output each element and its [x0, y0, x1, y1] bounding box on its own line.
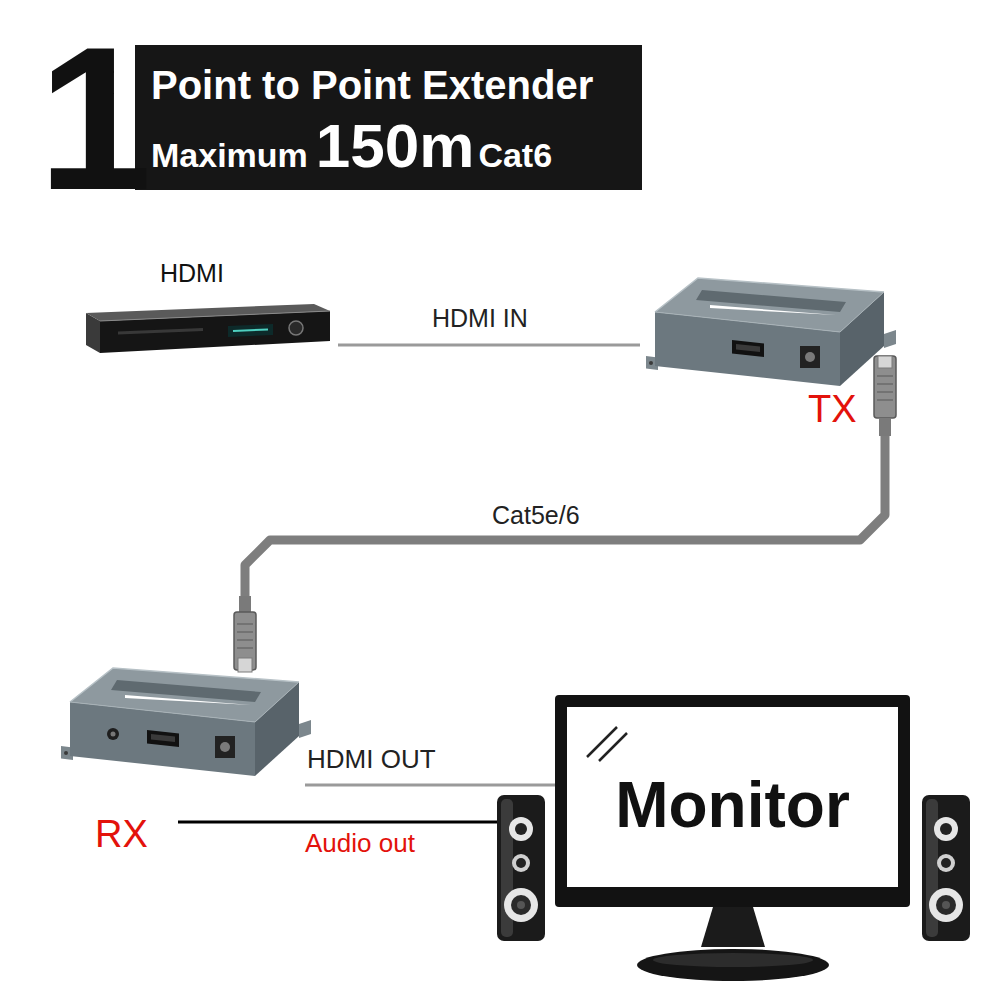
- top-band: [111, 680, 261, 702]
- device-display: [228, 324, 273, 337]
- spec-cable: Cat6: [478, 138, 552, 172]
- hdmi-port: [147, 730, 179, 747]
- display-glow: [233, 330, 268, 332]
- speaker: [497, 795, 545, 941]
- hdmi-cable: [338, 344, 640, 347]
- monitor-screen: [567, 707, 898, 887]
- unit-label: TX: [808, 390, 857, 428]
- mount-hole: [64, 751, 68, 755]
- screen-glare: [587, 727, 617, 757]
- step-number: 1: [38, 15, 152, 220]
- spec-row: Maximum150mCat6: [151, 115, 626, 177]
- disc-slot: [118, 330, 203, 334]
- mount-ear: [884, 330, 896, 348]
- unit-edge: [70, 682, 299, 722]
- device-edge: [100, 311, 330, 321]
- unit-edge: [655, 292, 884, 332]
- monitor-base: [637, 949, 829, 981]
- rj45-plug: [874, 356, 896, 436]
- monitor-frame: [555, 695, 910, 907]
- source-device: HDMI: [78, 255, 338, 365]
- audio-jack-pin: [111, 732, 116, 737]
- screen-label: Monitor: [567, 773, 898, 837]
- speaker: [922, 795, 970, 941]
- rj45-plug: [234, 596, 256, 672]
- base-highlight: [653, 953, 813, 967]
- monitor-display: Monitor: [555, 695, 915, 985]
- device-label: HDMI: [160, 261, 224, 286]
- device-front: [100, 311, 330, 353]
- power-jack: [800, 346, 820, 368]
- hdmi-port-inner: [736, 344, 760, 352]
- unit-side: [840, 292, 884, 386]
- hdmi-port: [732, 340, 764, 357]
- unit-edge: [70, 668, 299, 702]
- receiver-unit: RX: [55, 650, 305, 865]
- top-stripe: [710, 305, 836, 315]
- screen-glare: [599, 733, 627, 761]
- power-jack: [215, 736, 235, 758]
- connector-label: HDMI OUT: [305, 746, 438, 772]
- unit-edge: [655, 278, 884, 312]
- unit-top: [655, 278, 884, 332]
- connector-label: HDMI IN: [430, 306, 530, 331]
- top-band: [696, 290, 846, 312]
- title-banner: Point to Point Extender Maximum150mCat6: [135, 45, 642, 190]
- power-jack-pin: [220, 742, 230, 752]
- transmitter-unit: TX: [640, 260, 900, 435]
- network-cable: [245, 435, 885, 650]
- monitor-display-shape: [555, 695, 915, 985]
- device-knob: [289, 321, 303, 335]
- receiver-unit-shape: [55, 650, 305, 865]
- title-slot: Point to Point Extender: [151, 65, 626, 105]
- hdmi-cable: [305, 784, 555, 787]
- transmitter-unit-shape: [640, 260, 900, 435]
- unit-side: [255, 682, 299, 776]
- monitor-neck: [701, 907, 765, 947]
- spec-text: Maximum: [151, 138, 308, 172]
- connector-label: Cat5e/6: [490, 503, 582, 528]
- audio-wire: [178, 821, 497, 824]
- hdmi-port-inner: [151, 734, 175, 742]
- power-jack-pin: [805, 352, 815, 362]
- top-stripe: [125, 695, 251, 705]
- mount-ear: [299, 720, 311, 738]
- spec-length: 150m: [316, 115, 475, 177]
- unit-top: [70, 668, 299, 722]
- banner-title: Point to Point Extender: [151, 65, 626, 105]
- mount-hole: [649, 361, 653, 365]
- audio-jack: [107, 728, 119, 740]
- unit-label: RX: [95, 815, 148, 853]
- port-label: Audio out: [305, 830, 415, 856]
